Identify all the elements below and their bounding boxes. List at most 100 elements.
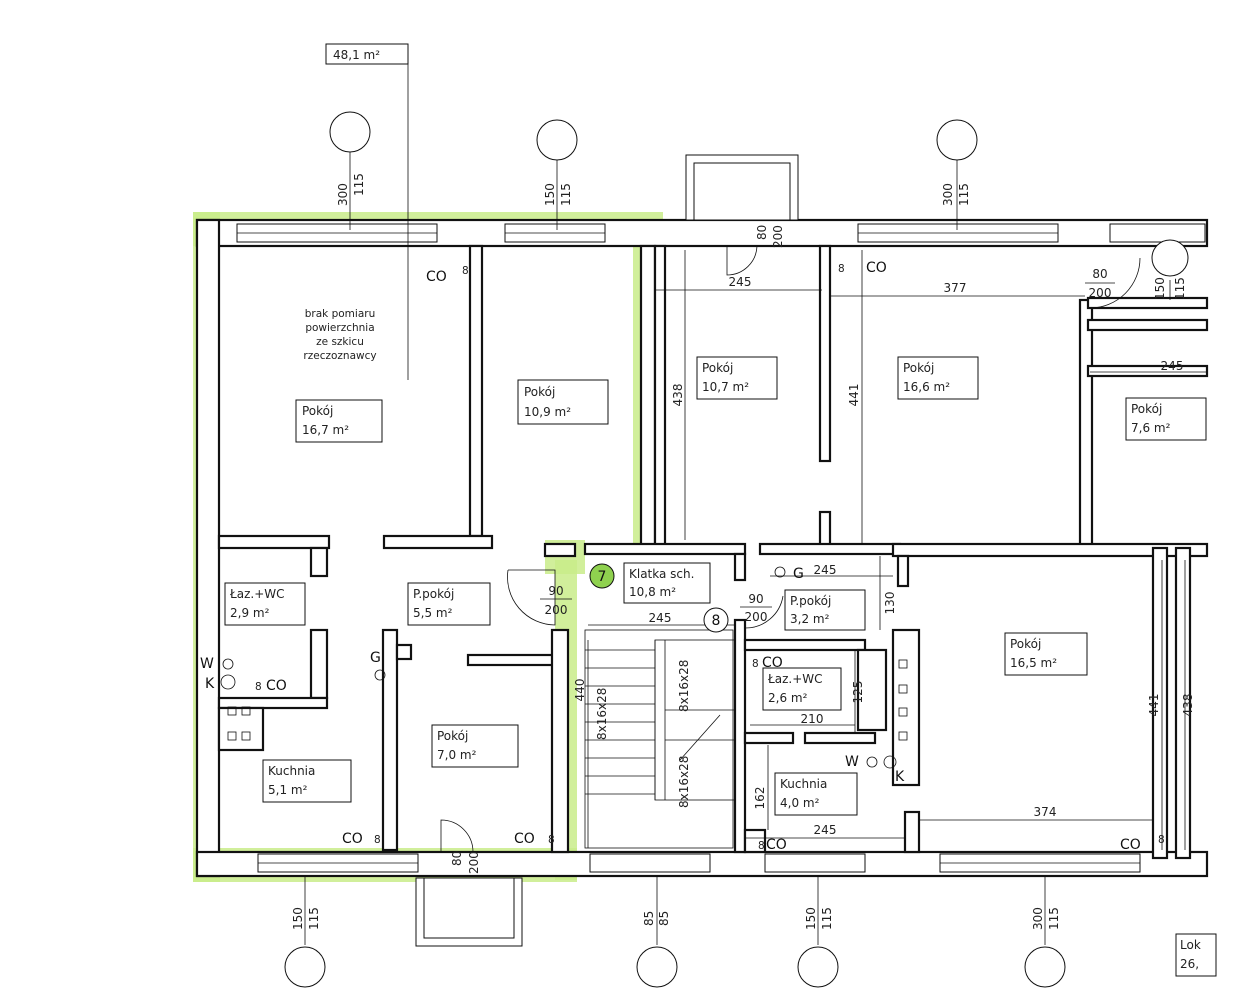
svg-text:245: 245 <box>649 611 672 625</box>
svg-text:200: 200 <box>1089 286 1112 300</box>
svg-text:150: 150 <box>543 183 557 206</box>
axis-markers <box>284 43 1189 988</box>
room-name: Pokój <box>524 385 555 399</box>
svg-text:200: 200 <box>467 851 481 874</box>
svg-text:8: 8 <box>1158 834 1165 846</box>
svg-text:85: 85 <box>657 911 671 926</box>
room-area: 16,6 m² <box>903 380 950 394</box>
svg-text:brak pomiaru: brak pomiaru <box>305 308 375 320</box>
svg-text:438: 438 <box>671 384 685 407</box>
room-name: Łaz.+WC <box>767 672 823 686</box>
co-label: CO <box>266 678 287 694</box>
svg-text:115: 115 <box>1047 907 1061 930</box>
svg-text:80: 80 <box>1092 267 1107 281</box>
top-area-label: 48,1 m² <box>333 48 380 62</box>
svg-text:85: 85 <box>642 911 656 926</box>
co-label: CO <box>426 269 447 285</box>
svg-text:90: 90 <box>548 584 563 598</box>
svg-text:8: 8 <box>712 613 721 629</box>
marker-8: 8 <box>703 607 729 633</box>
utility-symbols: CO 8 8 CO 8 CO CO 8 CO 8 8 CO 8 CO CO 8 … <box>200 260 1165 853</box>
svg-text:162: 162 <box>753 787 767 810</box>
measurement-note: brak pomiaru powierzchnia ze szkicu rzec… <box>303 308 376 362</box>
room-area: 5,1 m² <box>268 783 308 797</box>
dimension-lines <box>587 250 1207 850</box>
window-dimension-labels: 300 115 150 115 300 115 150 115 150 115 … <box>291 173 1187 930</box>
svg-text:115: 115 <box>1173 277 1187 300</box>
svg-text:8: 8 <box>374 834 381 846</box>
svg-text:200: 200 <box>545 603 568 617</box>
svg-text:8x16x28: 8x16x28 <box>677 756 691 808</box>
door-dimension-labels: 80 200 80 200 90 200 90 200 80 200 <box>450 225 1115 874</box>
co-label: CO <box>1120 837 1141 853</box>
water-label: W <box>200 656 214 672</box>
room-area: 10,7 m² <box>702 380 749 394</box>
svg-text:7: 7 <box>598 569 607 585</box>
svg-text:8: 8 <box>838 263 845 275</box>
svg-text:8: 8 <box>548 834 555 846</box>
svg-text:245: 245 <box>814 823 837 837</box>
svg-text:115: 115 <box>307 907 321 930</box>
svg-text:8: 8 <box>758 840 765 852</box>
room-area: 16,5 m² <box>1010 656 1057 670</box>
dimension-labels: 245 377 245 438 441 245 245 130 440 125 … <box>573 275 1195 837</box>
svg-text:90: 90 <box>748 592 763 606</box>
svg-text:150: 150 <box>1153 277 1167 300</box>
staircase <box>584 629 736 849</box>
co-label: CO <box>514 831 535 847</box>
svg-text:374: 374 <box>1034 805 1057 819</box>
room-name: Kuchnia <box>780 777 827 791</box>
svg-text:115: 115 <box>820 907 834 930</box>
room-area: 26, <box>1180 957 1199 971</box>
gas-label: G <box>793 566 804 582</box>
door-swings <box>440 245 1141 853</box>
marker-7: 7 <box>589 563 615 589</box>
svg-text:210: 210 <box>801 712 824 726</box>
room-name: Pokój <box>1010 637 1041 651</box>
room-area: 2,6 m² <box>768 691 808 705</box>
svg-text:ze szkicu: ze szkicu <box>316 336 364 348</box>
svg-text:150: 150 <box>804 907 818 930</box>
room-name: Pokój <box>437 729 468 743</box>
svg-text:115: 115 <box>559 183 573 206</box>
co-label: CO <box>762 655 783 671</box>
co-label: CO <box>766 837 787 853</box>
svg-text:438: 438 <box>1181 694 1195 717</box>
room-area: 5,5 m² <box>413 606 453 620</box>
room-area: 10,8 m² <box>629 585 676 599</box>
room-area: 3,2 m² <box>790 612 830 626</box>
room-area: 7,0 m² <box>437 748 477 762</box>
svg-text:245: 245 <box>729 275 752 289</box>
room-name: Pokój <box>903 361 934 375</box>
room-name: Pokój <box>702 361 733 375</box>
room-name: P.pokój <box>790 594 831 608</box>
svg-text:300: 300 <box>336 183 350 206</box>
water-label: W <box>845 754 859 770</box>
room-name: Klatka sch. <box>629 567 694 581</box>
svg-text:200: 200 <box>771 225 785 248</box>
room-area: 2,9 m² <box>230 606 270 620</box>
k-label: K <box>205 676 215 692</box>
room-name: Lok <box>1180 938 1201 952</box>
balconies <box>415 154 799 947</box>
svg-text:441: 441 <box>1147 694 1161 717</box>
svg-text:80: 80 <box>450 851 464 866</box>
svg-text:130: 130 <box>883 592 897 615</box>
svg-text:245: 245 <box>814 563 837 577</box>
svg-text:8: 8 <box>752 658 759 670</box>
room-labels: Pokój 16,7 m² Pokój 10,9 m² Pokój 10,7 m… <box>224 356 1217 977</box>
svg-text:115: 115 <box>957 183 971 206</box>
gas-label: G <box>370 650 381 666</box>
k-label: K <box>895 769 905 785</box>
svg-text:80: 80 <box>755 225 769 240</box>
svg-text:440: 440 <box>573 679 587 702</box>
room-name: Kuchnia <box>268 764 315 778</box>
co-label: CO <box>866 260 887 276</box>
svg-text:125: 125 <box>851 681 865 704</box>
room-area: 16,7 m² <box>302 423 349 437</box>
room-name: Pokój <box>1131 402 1162 416</box>
svg-text:200: 200 <box>745 610 768 624</box>
room-area: 4,0 m² <box>780 796 820 810</box>
room-area: 7,6 m² <box>1131 421 1171 435</box>
